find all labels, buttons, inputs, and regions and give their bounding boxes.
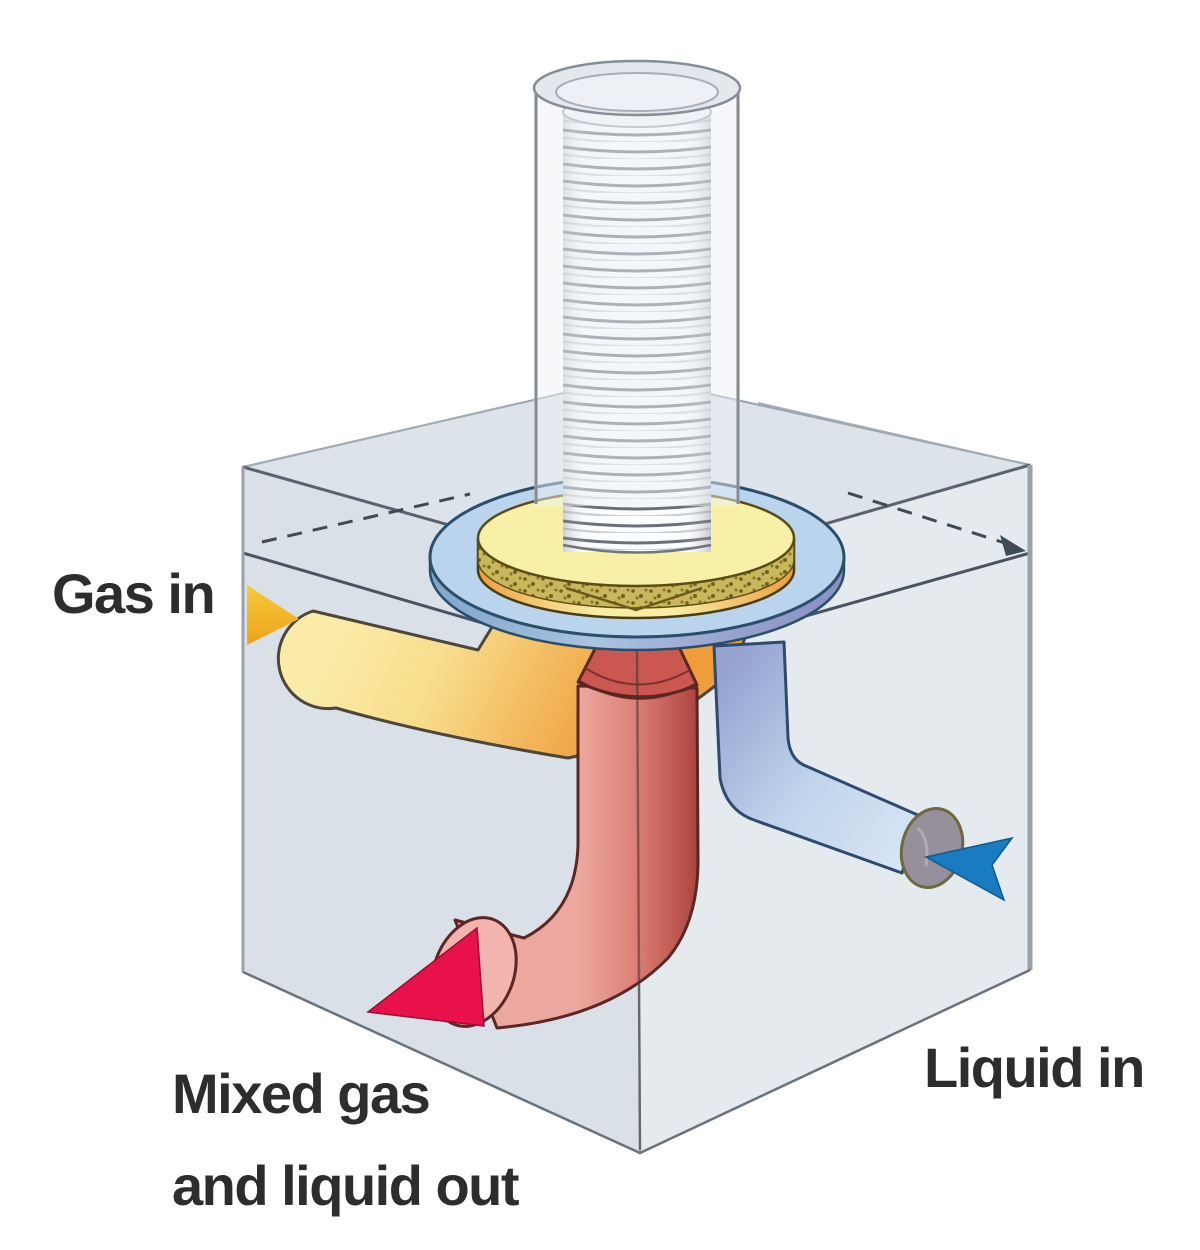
cube-front-vertical-edge [635,644,642,1151]
liquid-in-arrow-icon [923,836,1014,902]
gas-in-arrow-icon [247,585,299,645]
stem-housing-cylinder [534,88,740,506]
cube-bottom-edges [242,968,1031,1155]
nut-facet-seams [565,586,703,612]
mixed-out-arrow-icon [366,926,485,1027]
label-liquid-in: Liquid in [924,1036,1145,1099]
label-gas-in: Gas in [52,562,216,625]
label-mixed-out: Mixed gas and liquid out [172,1048,520,1232]
cube-back-edges [242,402,1031,468]
stem-bottom-edge [562,543,712,554]
dashed-line-arrowhead [1000,535,1026,556]
hidden-dashed-line-left [261,492,471,544]
hidden-dashed-line-right [847,491,1009,546]
threaded-stem [532,59,742,554]
label-mixed-out-line1: Mixed gas [172,1062,431,1125]
label-mixed-out-line2: and liquid out [172,1154,520,1217]
